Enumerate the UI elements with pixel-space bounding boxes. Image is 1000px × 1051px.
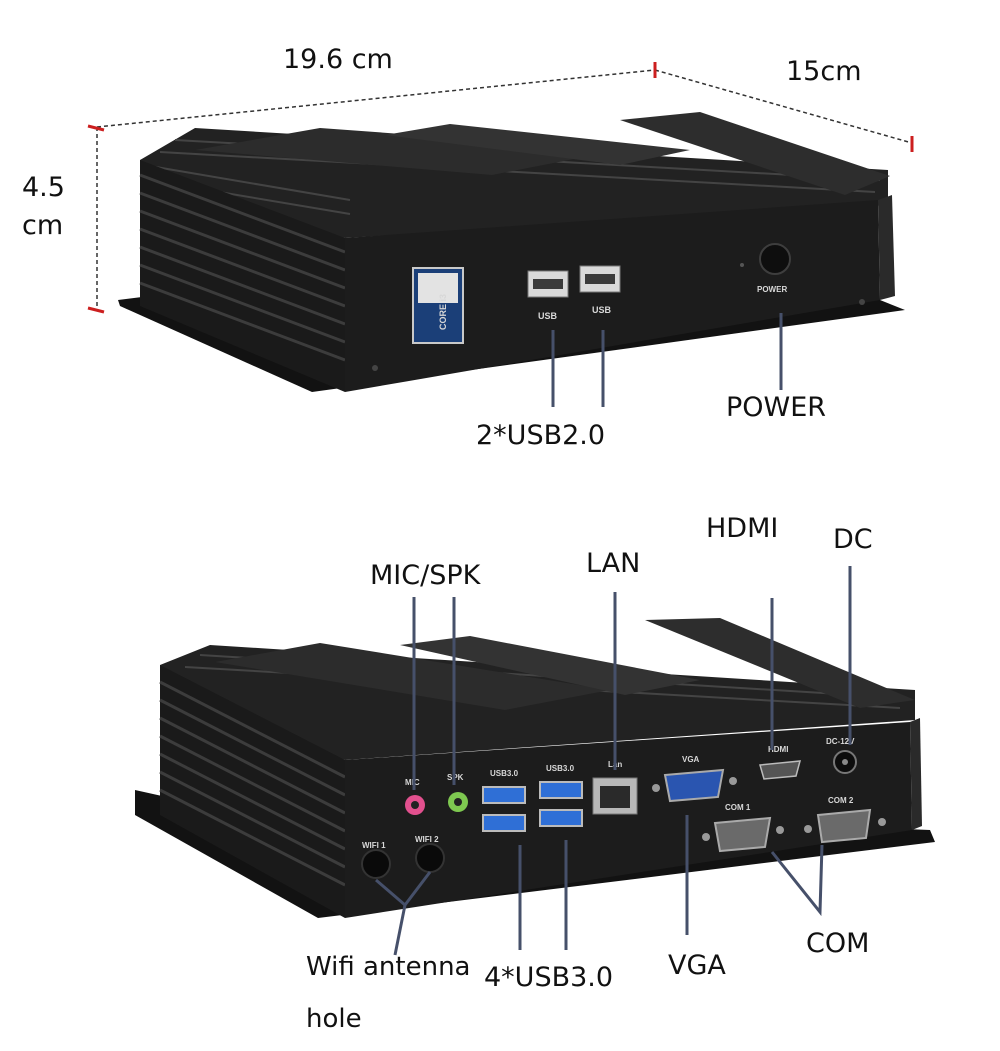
front-callout-lines: [551, 313, 783, 407]
dimension-lines: [87, 62, 914, 314]
usb3-ports-device: [482, 781, 583, 832]
length-dimension: 19.6 cm: [283, 44, 393, 75]
wifi-callout-line2: hole: [306, 1004, 362, 1034]
dc-callout: DC: [833, 524, 873, 555]
wifi2-panel-label: WIFI 2: [415, 835, 439, 844]
height-dimension-unit: cm: [22, 210, 64, 241]
power-button-device: POWER: [740, 243, 791, 294]
height-dimension-value: 4.5: [22, 172, 65, 203]
mic-panel-label: MIC: [405, 778, 420, 787]
com2-panel-label: COM 2: [828, 796, 854, 805]
com-callout: COM: [806, 928, 870, 959]
dc-panel-label: DC-12V: [826, 737, 855, 746]
depth-dimension: 15cm: [786, 56, 862, 87]
vga-callout: VGA: [668, 950, 726, 981]
hdmi-panel-label: HDMI: [768, 745, 788, 754]
hdmi-callout: HDMI: [706, 513, 779, 544]
usb2-callout: 2*USB2.0: [476, 420, 606, 451]
rear-callout-lines: [375, 566, 852, 956]
usb3-b-panel-label: USB3.0: [546, 764, 575, 773]
usb-right-label: USB: [592, 305, 612, 315]
usb3-a-panel-label: USB3.0: [490, 769, 519, 778]
front-usb-ports: USB USB: [527, 265, 621, 321]
intel-badge: CORE i3: [412, 267, 464, 344]
mic-spk-callout: MIC/SPK: [370, 560, 481, 591]
wifi1-panel-label: WIFI 1: [362, 841, 386, 850]
front-view-device: CORE i3 USB USB POWER: [118, 112, 905, 392]
com1-panel-label: COM 1: [725, 803, 751, 812]
usb-left-label: USB: [538, 311, 558, 321]
vga-panel-label: VGA: [682, 755, 700, 764]
wifi-callout-line1: Wifi antenna: [306, 952, 471, 982]
usb3-callout: 4*USB3.0: [484, 962, 614, 993]
badge-text: CORE i3: [438, 294, 448, 330]
power-small-label: POWER: [757, 285, 787, 294]
power-callout: POWER: [726, 392, 827, 423]
lan-callout: LAN: [586, 548, 641, 579]
rear-view-device: MIC SPK WIFI 1 WIFI 2 USB3.0 USB3.0 Lan …: [135, 618, 935, 918]
